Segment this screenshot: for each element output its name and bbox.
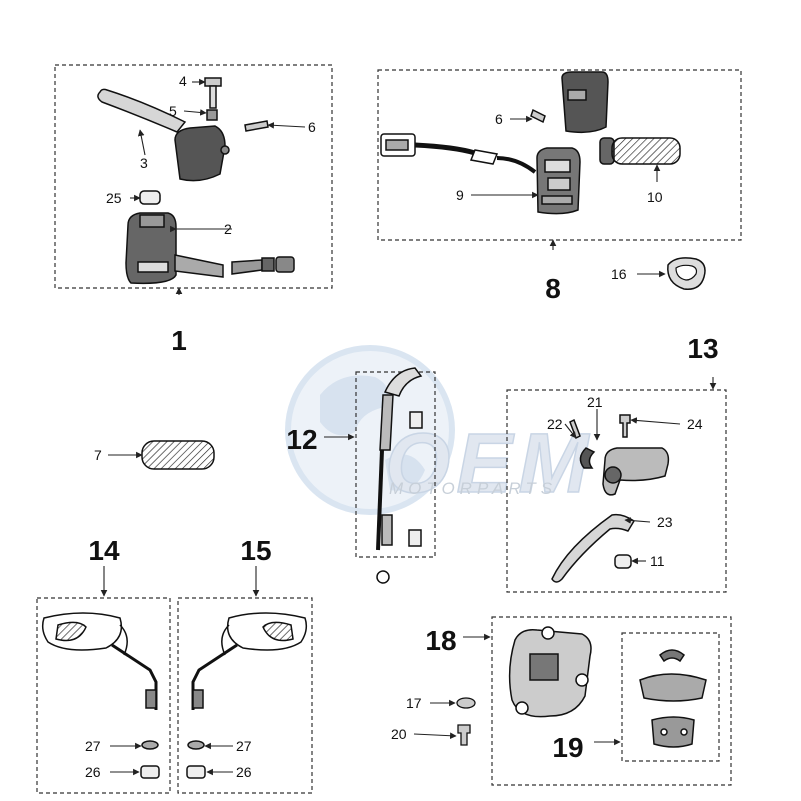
nut-icon (186, 765, 206, 779)
group-label-12: 12 (286, 424, 317, 455)
callout-26b: 26 (236, 764, 252, 780)
callout-25: 25 (106, 190, 122, 206)
bolt-icon (244, 120, 269, 132)
group-box-19 (621, 632, 720, 762)
group-1-parts (97, 77, 295, 285)
washer-icon (141, 740, 159, 750)
brake-caliper-icon (508, 626, 592, 718)
washer-icon (456, 697, 476, 709)
callout-4: 4 (179, 73, 187, 89)
group-boxes (36, 64, 742, 794)
mirror-right-icon (186, 612, 308, 779)
group-box-1 (54, 64, 333, 289)
sleeve-icon (139, 190, 161, 205)
callout-27b: 27 (236, 738, 252, 754)
group-label-19: 19 (552, 732, 583, 763)
group-box-14 (36, 597, 171, 794)
callout-22: 22 (547, 416, 563, 432)
brake-hose-icon (376, 367, 423, 584)
callout-16: 16 (611, 266, 627, 282)
bolt-icon (530, 108, 546, 124)
connector-icon (231, 259, 263, 275)
handlebar-grip-icon (599, 137, 681, 165)
callout-17: 17 (406, 695, 422, 711)
callout-3: 3 (140, 155, 148, 171)
bolt-icon (457, 724, 471, 746)
callout-9: 9 (456, 187, 464, 203)
group-label-13: 13 (687, 333, 718, 364)
callout-26a: 26 (85, 764, 101, 780)
washer-icon (187, 740, 205, 750)
watermark: OEM MOTORPARTS (285, 345, 594, 515)
group-box-18 (491, 616, 732, 786)
callout-27a: 27 (85, 738, 101, 754)
handlebar-grip-icon (141, 440, 215, 470)
clamp-icon (579, 447, 596, 469)
callout-20: 20 (391, 726, 407, 742)
callout-6a: 6 (308, 119, 316, 135)
sleeve-icon (614, 554, 632, 569)
brake-pad-icon (639, 649, 707, 748)
callout-24: 24 (687, 416, 703, 432)
callout-11: 11 (650, 553, 665, 569)
lever-housing-icon (174, 125, 226, 182)
group-box-15 (177, 597, 313, 794)
group-label-1: 1 (171, 325, 187, 356)
brake-lever-icon (97, 88, 187, 133)
brake-lever-icon (551, 513, 636, 583)
nut-icon (140, 765, 160, 779)
screw-icon (204, 77, 222, 87)
group-box-12 (355, 371, 436, 558)
group-label-14: 14 (88, 535, 120, 566)
group-8-parts (380, 71, 681, 215)
group-label-15: 15 (240, 535, 271, 566)
callout-21: 21 (587, 394, 603, 410)
callout-7: 7 (94, 447, 102, 463)
switch-cover-icon (561, 71, 609, 134)
mirror-left-icon (41, 612, 160, 779)
callout-23: 23 (657, 514, 673, 530)
callout-5: 5 (169, 103, 177, 119)
callout-10: 10 (647, 189, 663, 205)
group-label-18: 18 (425, 625, 456, 656)
bolt-icon (619, 414, 631, 438)
callout-6b: 6 (495, 111, 503, 127)
leader-lines (100, 78, 717, 776)
group-box-8 (377, 69, 742, 241)
nut-icon (206, 109, 218, 121)
callout-2: 2 (224, 221, 232, 237)
watermark-logo-text: OEM (385, 416, 594, 510)
group-13-parts (551, 414, 670, 583)
master-cylinder-icon (602, 447, 670, 496)
group-label-8: 8 (545, 273, 561, 304)
watermark-subtitle: MOTORPARTS (389, 479, 557, 498)
